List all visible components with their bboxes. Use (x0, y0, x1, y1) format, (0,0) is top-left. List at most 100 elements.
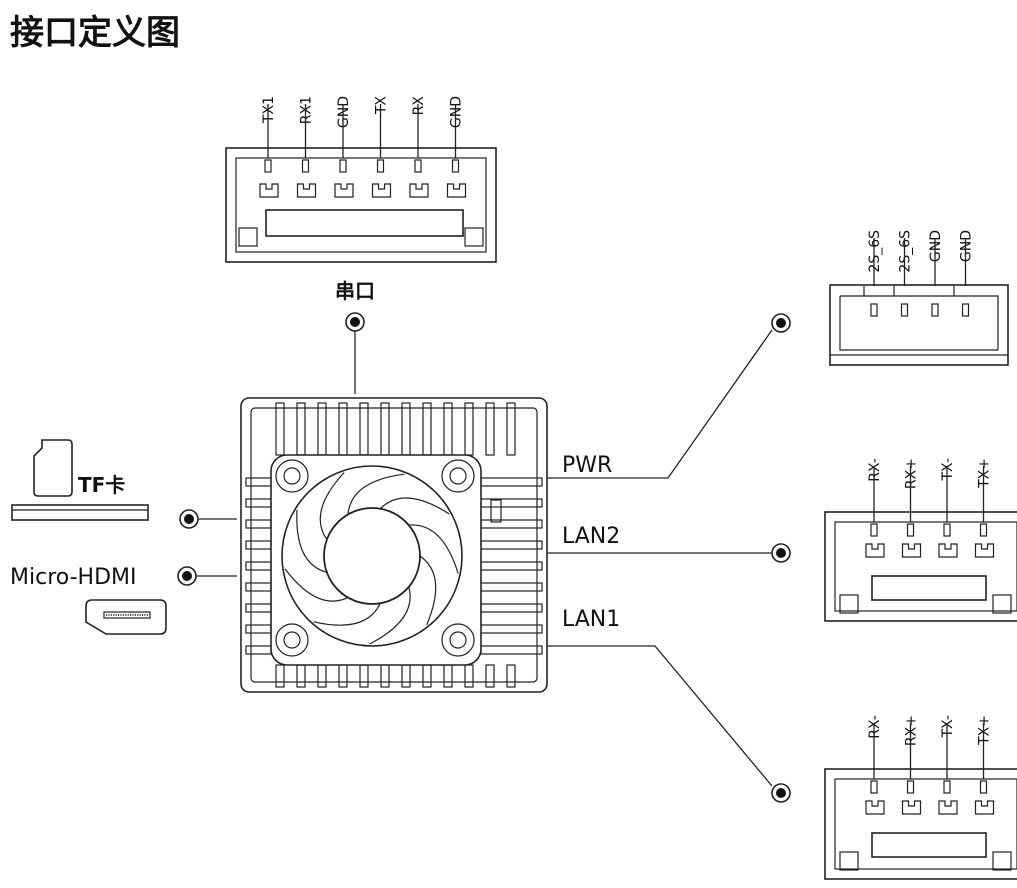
pwr-pin: 2S_6S (898, 230, 914, 317)
serial-port-marker (345, 312, 365, 332)
serial-pin-label: TX (374, 96, 390, 116)
serial-pin-label: GND (449, 96, 465, 128)
pwr-port-marker (771, 313, 791, 333)
pwr-label: PWR (562, 453, 612, 478)
heatsink-fin (506, 664, 516, 688)
lan1-pin: TX+ (974, 715, 995, 815)
heatsink-fin (480, 645, 543, 655)
lan2-pin-label: RX+ (904, 458, 920, 489)
pwr-connector: 2S_6S 2S_6S GND GND (829, 230, 1009, 366)
lan2-connector: RX- RX+ TX- TX+ (824, 458, 1017, 622)
fan-blade (313, 603, 381, 626)
heatsink-fin (480, 582, 543, 592)
lan2-label: LAN2 (562, 524, 620, 549)
lan2-pin-label: TX- (940, 458, 956, 482)
lan1-pin-label: RX+ (904, 715, 920, 746)
heatsink-fin (480, 540, 543, 550)
heatsink-fin (317, 402, 327, 456)
heatsink-fin (245, 561, 272, 571)
fan-screw-tl (275, 459, 309, 493)
heatsink-fin (245, 582, 272, 592)
heatsink-fin (245, 540, 272, 550)
heatsink-fin (380, 402, 390, 456)
heatsink-fin (480, 498, 543, 508)
lan1-connector: RX- RX+ TX- TX+ (824, 715, 1017, 880)
heatsink-fin (275, 402, 285, 456)
pwr-leader-line (548, 329, 773, 479)
lan2-pin: TX- (938, 458, 958, 558)
tf-label: TF卡 (78, 473, 125, 497)
lan1-port-marker (771, 783, 791, 803)
serial-connector: TX1 RX1 GND TX RX GND (225, 96, 497, 263)
serial-pin: GND (334, 96, 354, 198)
pwr-pin-label: 2S_6S (867, 230, 883, 273)
pwr-pin-label: GND (928, 230, 944, 262)
heatsink-fin (480, 603, 543, 613)
heatsink-fin (485, 664, 495, 688)
serial-pin-label: RX1 (299, 96, 315, 124)
heatsink-fin (359, 664, 369, 688)
heatsink-fin (275, 664, 285, 688)
serial-pin-label: TX1 (261, 96, 277, 124)
micro-hdmi-icon (85, 599, 167, 635)
heatsink-fin (480, 624, 543, 634)
heatsink-fin (422, 402, 432, 456)
pwr-pin-label: 2S_6S (898, 230, 914, 273)
tf-port-marker (179, 509, 199, 529)
hdmi-label: Micro-HDMI (10, 565, 137, 590)
pwr-pin-label: GND (959, 230, 975, 262)
fan-screw-bl (275, 623, 309, 657)
serial-pin-label: GND (336, 96, 352, 128)
lan1-pin: TX- (938, 715, 958, 815)
heatsink-fin (464, 664, 474, 688)
heatsink-fin (245, 645, 272, 655)
pwr-pin: GND (959, 230, 975, 317)
lan2-pin: RX- (865, 458, 885, 558)
fan-blade (379, 497, 450, 515)
heatsink-fin (480, 561, 543, 571)
fan-blade (369, 586, 411, 645)
serial-pin: TX (371, 96, 392, 198)
heatsink-fin (422, 664, 432, 688)
tf-slot-icon (11, 504, 149, 521)
serial-pin: RX1 (296, 96, 317, 198)
lan1-pin: RX+ (901, 715, 922, 815)
lan2-pin: RX+ (901, 458, 922, 558)
serial-pin: TX1 (259, 96, 279, 198)
serial-pin: GND (446, 96, 467, 198)
heatsink-fin (464, 402, 474, 456)
heatsink-fin (480, 519, 543, 529)
serial-pin: RX (409, 96, 429, 198)
heatsink-fin (380, 664, 390, 688)
heatsink-fin (443, 664, 453, 688)
lan1-pin-label: TX+ (977, 715, 993, 746)
heatsink-fin (338, 402, 348, 456)
fan-screw-tr (441, 459, 475, 493)
serial-pin-label: RX (411, 96, 427, 116)
heatsink-fin (245, 498, 272, 508)
fan-blade (419, 555, 437, 626)
lan2-pin: TX+ (974, 458, 995, 558)
heatsink-fin (338, 664, 348, 688)
pwr-pin: GND (928, 230, 944, 317)
lan1-pin-label: RX- (867, 715, 883, 739)
fan-blade (296, 509, 328, 573)
hdmi-port-marker (177, 566, 197, 586)
lan2-pin-label: TX+ (977, 458, 993, 489)
lan1-pin: RX- (865, 715, 885, 815)
heatsink-fin (317, 664, 327, 688)
heatsink-fin (480, 477, 543, 487)
heatsink-fin (296, 664, 306, 688)
lan2-port-marker (771, 543, 791, 563)
page-title: 接口定义图 (10, 13, 180, 53)
heatsink-fin (443, 402, 453, 456)
lan2-pin-label: RX- (867, 458, 883, 482)
fan-blade (284, 568, 349, 602)
heatsink-fin (401, 402, 411, 456)
heatsink-fin (296, 402, 306, 456)
heatsink-fin (245, 624, 272, 634)
fan-blade (408, 524, 459, 574)
lan1-label: LAN1 (562, 607, 620, 632)
lan1-pin-label: TX- (940, 715, 956, 739)
